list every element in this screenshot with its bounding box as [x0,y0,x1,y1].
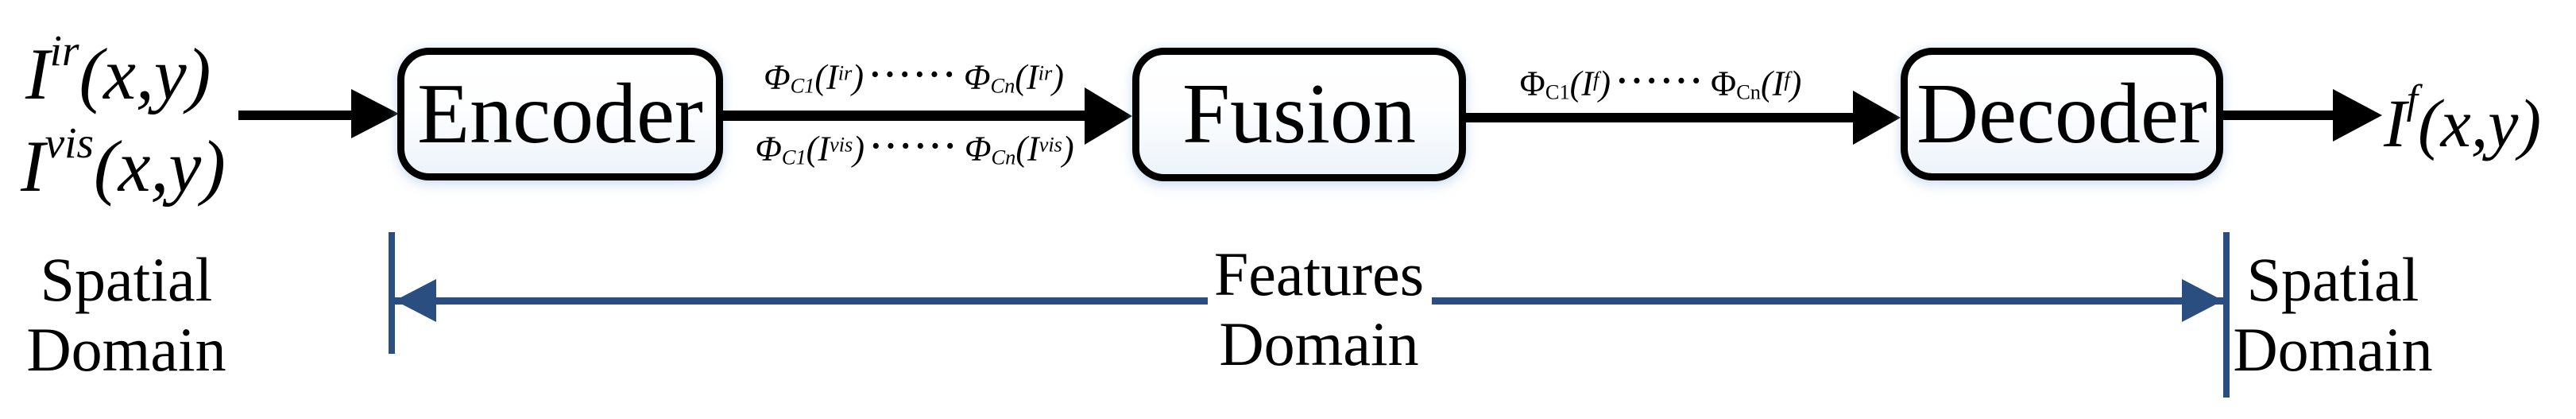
encoder-box: Encoder [397,48,723,180]
formula-segment: ir [1038,60,1053,85]
output-label-fused-image: If(x,y) [2384,60,2541,163]
formula-segment: I [21,126,45,207]
output-arrow-head-icon [2333,89,2382,142]
features-domain-arrow-head-right-icon [2182,279,2223,322]
formula-segment: (x,y) [79,33,211,114]
formula-segment: Φ [1519,64,1545,103]
spatial-domain-right-line2: Domain [2233,315,2433,384]
formula-segment: ) [1062,129,1074,169]
formula-segment: I [1772,64,1785,103]
formula-segment: Φ [965,129,992,169]
fusion-to-decoder-arrow-head-icon [1853,91,1901,145]
fusion-box-label: Fusion [1182,67,1417,161]
features-domain-arrow-line-right [1432,297,2223,305]
formula-segment: ( [1761,64,1773,103]
fused-features-label: ΦC1(If)······ΦCn(If) [1470,64,1851,103]
formula-segment: Cn [991,145,1016,169]
formula-segment: Φ [755,129,782,169]
formula-segment: ······ [868,55,959,94]
formula-segment: I [2384,85,2407,161]
formula-segment: I [25,33,50,114]
encoder-to-fusion-arrow-head-icon [1085,87,1132,145]
features-domain-left-tick [389,232,395,354]
formula-segment: (x,y) [2417,85,2542,161]
features-domain-arrow-line-left [395,297,1208,305]
formula-segment: (x,y) [93,126,226,207]
formula-segment: Cn [990,73,1015,98]
formula-segment: Cn [1736,80,1761,104]
formula-segment: ······ [869,126,960,165]
formula-segment: I [1027,129,1039,169]
input-label-infrared: Iir(x,y) [25,11,211,114]
formula-segment: ······ [1615,61,1706,100]
formula-segment: vis [829,132,853,157]
fusion-to-decoder-arrow-line [1466,113,1857,122]
formula-segment: C1 [781,145,806,169]
formula-segment: I [826,57,838,97]
formula-segment: Φ [1711,64,1737,103]
formula-segment: Φ [764,57,791,97]
formula-segment: Φ [964,57,991,97]
formula-segment: ( [806,129,818,169]
formula-segment: I [1581,64,1593,103]
fusion-box: Fusion [1132,48,1466,181]
formula-segment: ) [1052,57,1064,97]
formula-segment: vis [1039,132,1062,157]
input-label-visible: Ivis(x,y) [21,103,226,206]
encoder-box-label: Encoder [417,66,703,161]
formula-segment: I [1026,57,1039,97]
output-arrow-line [2223,111,2334,120]
encoder-to-fusion-arrow-line [722,111,1089,121]
encoder-output-ir-features-label: ΦC1(Iir)······ΦCn(Iir) [727,57,1100,96]
encoder-output-vis-features-label: ΦC1(Ivis)······ΦCn(Ivis) [725,129,1104,168]
formula-segment: f [2406,77,2418,122]
spatial-domain-left-line2: Domain [26,315,226,384]
formula-segment: ) [1599,64,1611,103]
formula-segment: ( [814,57,827,97]
input-arrow-head-icon [351,89,399,138]
features-domain-label-line2: Domain [1219,309,1419,378]
formula-segment: ( [1569,64,1582,103]
formula-segment: ( [1015,129,1027,169]
formula-segment: ) [853,129,864,169]
input-arrow-line [238,111,354,120]
formula-segment: C1 [790,73,815,98]
spatial-domain-right-line1: Spatial [2246,245,2419,314]
formula-segment: ( [1015,57,1027,97]
formula-segment: C1 [1545,80,1570,104]
decoder-box-label: Decoder [1917,66,2207,161]
formula-segment: ) [1789,64,1802,103]
formula-segment: f [1784,67,1790,91]
formula-segment: ir [837,60,853,85]
formula-segment: I [818,129,830,169]
features-domain-label-line1: Features [1213,239,1425,308]
features-domain-arrow-head-left-icon [395,279,436,322]
decoder-box: Decoder [1901,48,2223,180]
features-domain-right-tick [2223,232,2230,398]
formula-segment: ) [852,57,864,97]
formula-segment: ir [49,26,79,75]
formula-segment: f [1592,67,1599,91]
formula-segment: vis [44,118,94,167]
spatial-domain-left-line1: Spatial [40,245,213,314]
